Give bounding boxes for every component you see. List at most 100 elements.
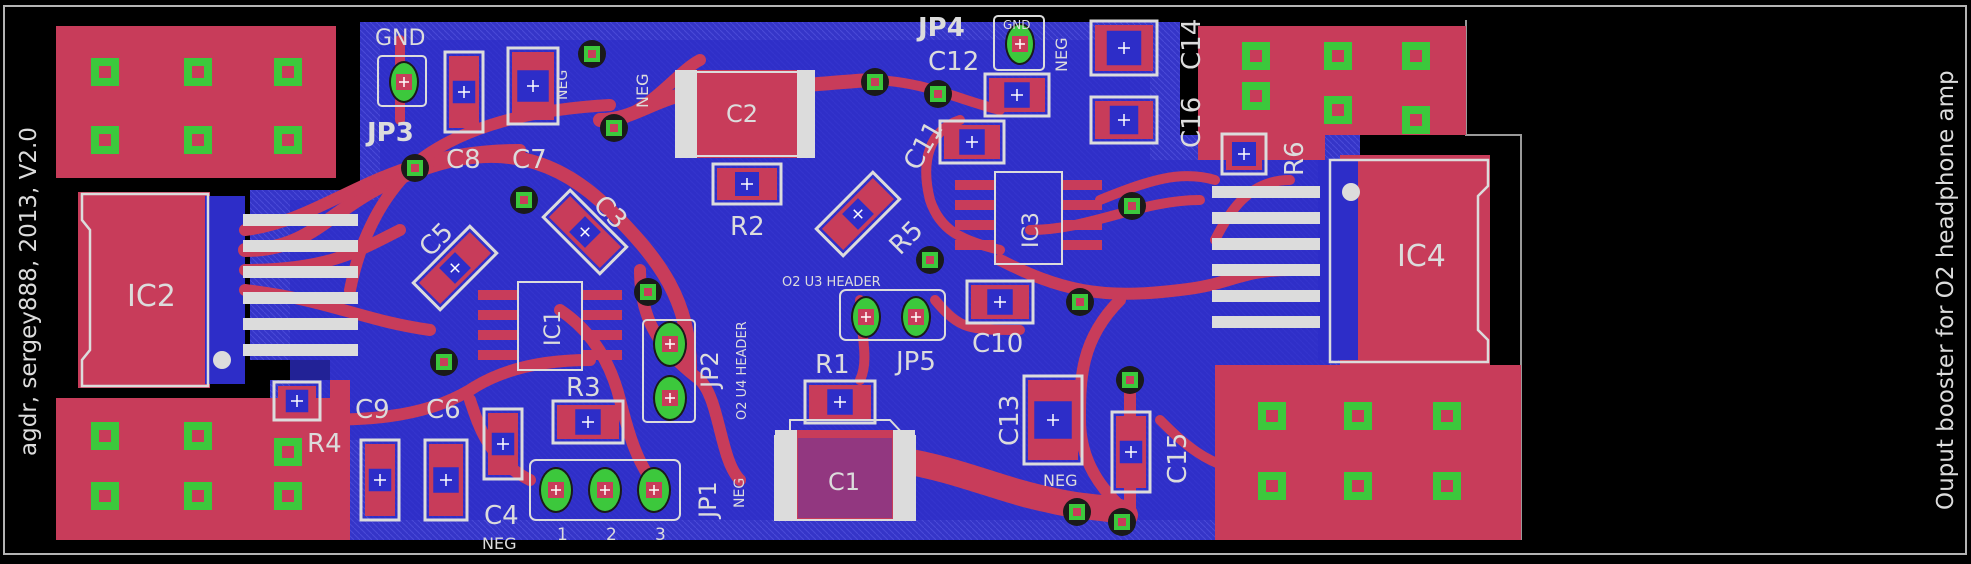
c1-capacitor (774, 419, 916, 521)
via (510, 186, 538, 214)
pad (184, 482, 212, 510)
pad (851, 296, 881, 338)
via (1066, 288, 1094, 316)
pad (1433, 472, 1461, 500)
label-c15: C15 (1163, 433, 1193, 484)
label-c6: C6 (426, 395, 461, 425)
label-neg-c13: NEG (1043, 471, 1077, 490)
pad (1433, 402, 1461, 430)
pad (184, 422, 212, 450)
pad (1242, 82, 1270, 110)
label-c10: C10 (972, 329, 1023, 359)
pad (274, 482, 302, 510)
smd-part (359, 438, 401, 522)
label-c13: C13 (995, 395, 1025, 446)
pad (653, 321, 687, 367)
label-c12: C12 (928, 47, 979, 77)
pad (184, 126, 212, 154)
pad (539, 467, 573, 513)
label-pin1: 1 (557, 525, 568, 545)
label-c14: C14 (1177, 19, 1207, 70)
label-c7: C7 (512, 145, 547, 175)
ic2-leads (243, 214, 358, 356)
pad (184, 58, 212, 86)
smd-part (938, 119, 1006, 165)
smd-part (506, 46, 560, 126)
smd-part (423, 438, 469, 522)
label-r3: R3 (566, 373, 601, 403)
via (861, 68, 889, 96)
smd-parts (272, 19, 1268, 522)
smd-part (983, 72, 1051, 118)
pads (91, 23, 1461, 536)
label-o2-u4: O2 U4 HEADER (735, 321, 750, 420)
smd-part (711, 162, 783, 206)
pad (637, 467, 671, 513)
smd-part (272, 380, 322, 422)
label-neg-c7: NEG (555, 70, 571, 100)
label-c9: C9 (355, 395, 390, 425)
label-r1: R1 (815, 350, 850, 380)
via (924, 80, 952, 108)
label-ic2: IC2 (127, 279, 176, 314)
board-outline (3, 5, 1967, 555)
copper-area (1340, 155, 1490, 365)
smd-part (411, 224, 499, 312)
pad (1402, 106, 1430, 134)
pad (1344, 402, 1372, 430)
pad (1242, 42, 1270, 70)
label-pin3: 3 (655, 525, 666, 545)
label-o2-u3: O2 U3 HEADER (782, 275, 881, 290)
label-c4: C4 (484, 501, 519, 531)
smd-part (541, 188, 629, 276)
via (634, 278, 662, 306)
pad (1402, 42, 1430, 70)
pad (91, 422, 119, 450)
via (1118, 192, 1146, 220)
label-jp1: JP1 (694, 481, 722, 520)
via (1108, 508, 1136, 536)
label-ic1: IC1 (541, 310, 566, 346)
smd-part (1089, 95, 1159, 145)
label-c1: C1 (828, 468, 860, 496)
ic4-outline (1328, 158, 1490, 364)
via (430, 348, 458, 376)
via (1116, 366, 1144, 394)
label-neg-jp1: NEG (732, 478, 748, 508)
smd-part (482, 407, 524, 481)
pad (901, 296, 931, 338)
label-neg-jp4: NEG (1052, 38, 1071, 72)
label-jp4: JP4 (916, 13, 965, 43)
pad (588, 467, 622, 513)
pad (274, 58, 302, 86)
smd-part (443, 50, 485, 134)
label-ic3: IC3 (1019, 212, 1044, 248)
pad (274, 438, 302, 466)
label-c8: C8 (446, 145, 481, 175)
label-neg-c4: NEG (482, 534, 516, 553)
label-jp2: JP2 (696, 351, 724, 390)
pad (91, 58, 119, 86)
ic2-outline (80, 192, 231, 388)
ic4-leads (1212, 186, 1320, 328)
c2-capacitor (675, 70, 815, 158)
via (916, 246, 944, 274)
label-c16: C16 (1177, 97, 1207, 148)
smd-part (1110, 410, 1152, 494)
pad (1258, 472, 1286, 500)
label-r4: R4 (307, 429, 342, 459)
label-ic4: IC4 (1397, 239, 1446, 274)
label-jp4-gnd: GND (1003, 18, 1031, 32)
pad (91, 126, 119, 154)
pad (1344, 472, 1372, 500)
smd-part (814, 170, 902, 258)
pad (1005, 23, 1035, 65)
traces (238, 35, 1296, 528)
smd-part (1022, 374, 1084, 466)
label-jp5: JP5 (894, 347, 936, 377)
label-neg-top: NEG (633, 74, 652, 108)
copper-area (56, 26, 336, 178)
smd-part (551, 399, 625, 445)
label-jp3: JP3 (365, 118, 414, 148)
